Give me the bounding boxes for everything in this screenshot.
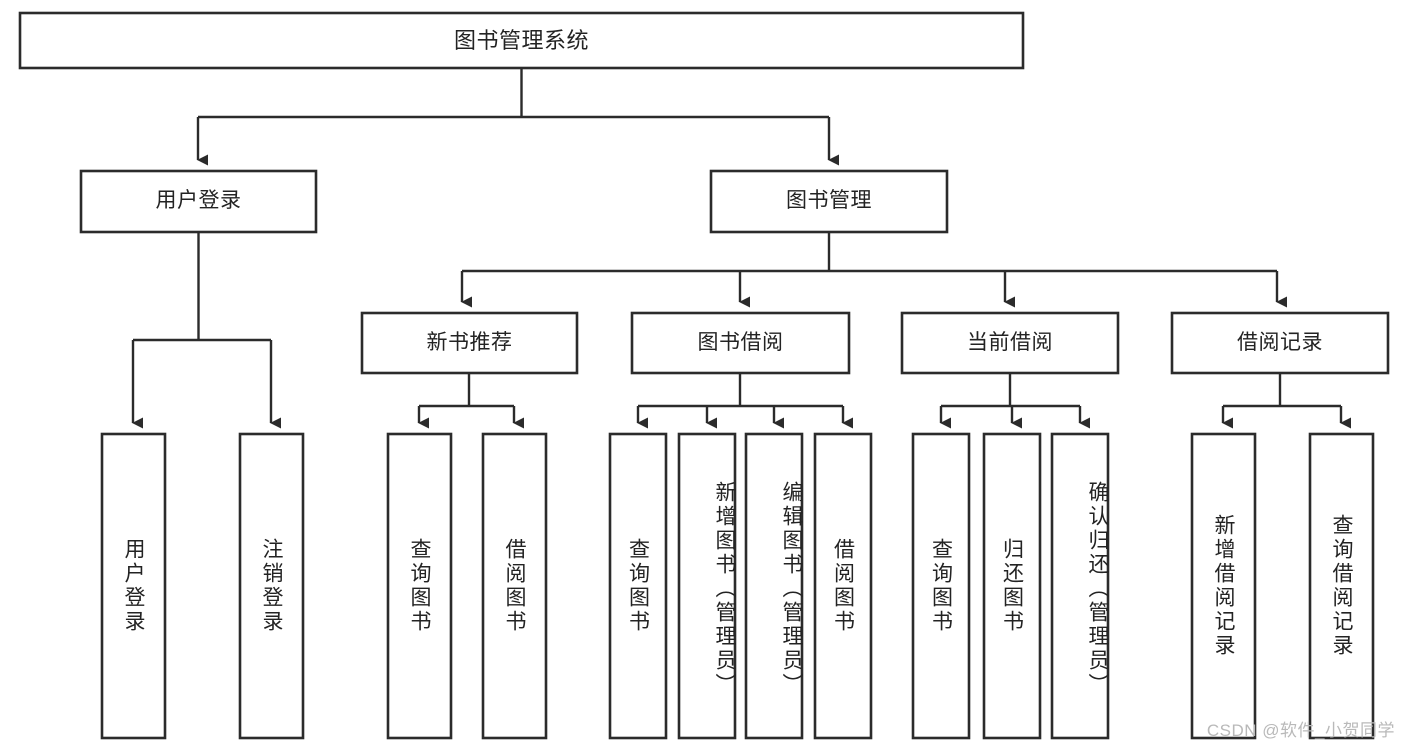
node-user-login-box[interactable] [79,169,318,234]
node-root-box[interactable] [18,11,1025,70]
node-query-book-2-box[interactable] [608,432,668,740]
node-book-borrow-box[interactable] [630,311,851,375]
node-borrow-book-2-box[interactable] [813,432,873,740]
watermark-text: CSDN @软件_小贺同学 [1206,721,1395,740]
node-user-login-do-box[interactable] [100,432,167,740]
node-add-book-admin-box[interactable] [677,432,737,740]
node-return-book-box[interactable] [982,432,1042,740]
node-current-borrow-box[interactable] [900,311,1120,375]
node-query-borrow-record-box[interactable] [1308,432,1375,740]
node-query-book-3-box[interactable] [911,432,971,740]
node-borrow-book-1-box[interactable] [481,432,548,740]
node-query-book-1-box[interactable] [386,432,453,740]
node-new-book-recommend-box[interactable] [360,311,579,375]
node-edit-book-admin-box[interactable] [744,432,804,740]
node-add-borrow-record-box[interactable] [1190,432,1257,740]
node-borrow-records-box[interactable] [1170,311,1390,375]
node-book-management-box[interactable] [709,169,949,234]
node-user-logout-box[interactable] [238,432,305,740]
node-confirm-return-admin-box[interactable] [1050,432,1110,740]
